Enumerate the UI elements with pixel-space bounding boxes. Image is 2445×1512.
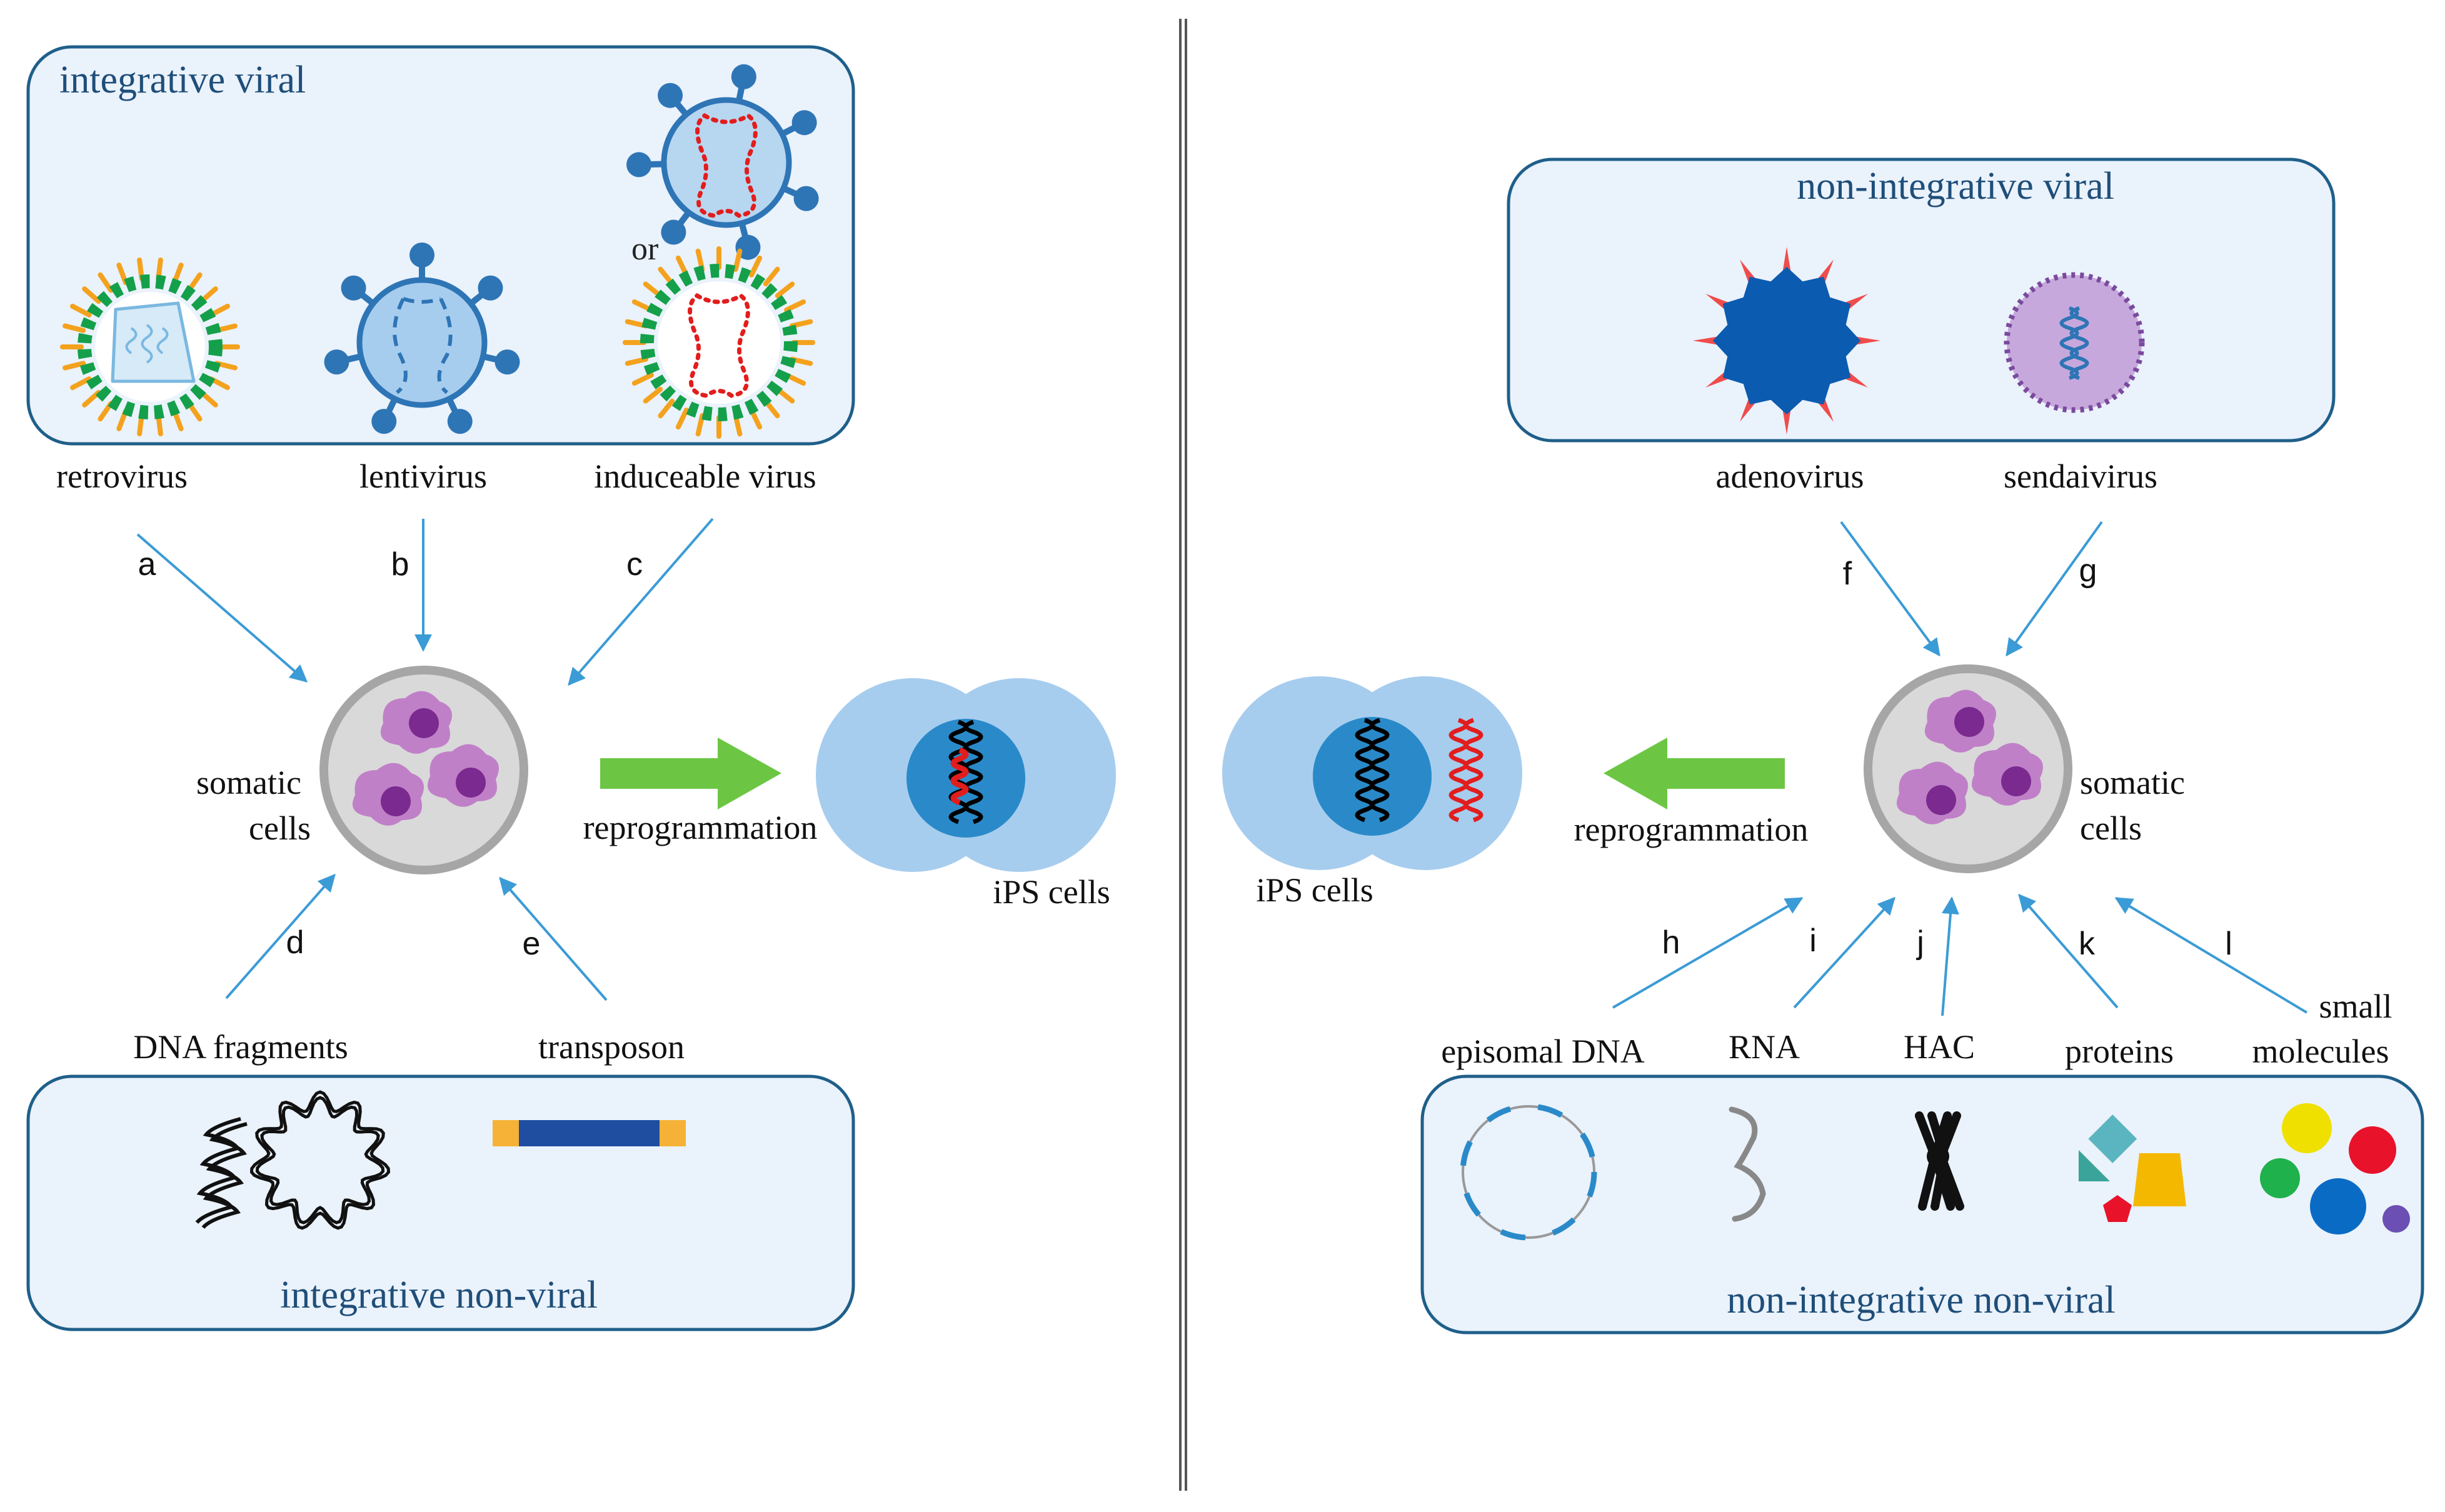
arrow-g: g — [2006, 521, 2103, 657]
arrow-e: e — [499, 876, 608, 1001]
or-label: or — [631, 231, 658, 267]
label-episomal-dna: episomal DNA — [1441, 1033, 1644, 1070]
ips-cells-icon — [816, 678, 1116, 872]
somatic-cells-icon — [1864, 664, 2072, 873]
arrow-f: f — [1840, 521, 1940, 657]
label-induceable-virus: induceable virus — [594, 458, 816, 495]
dna-fragments-icon — [195, 1090, 391, 1230]
label-sendaivirus: sendaivirus — [2004, 458, 2157, 495]
somatic-cells-icon — [319, 666, 528, 874]
arrow-letter-l: l — [2225, 926, 2232, 962]
label-transposon: transposon — [538, 1028, 685, 1066]
panel-title: integrative non-viral — [280, 1274, 598, 1316]
reprogramming-arrow-right — [600, 738, 781, 809]
induceable-virus-icon — [626, 64, 819, 260]
panel-title: non-integrative non-viral — [1727, 1279, 2116, 1321]
arrow-letter-c: c — [626, 546, 643, 583]
induceable-virus-alt-icon — [623, 246, 815, 439]
lentivirus-icon — [324, 243, 520, 434]
label-retrovirus: retrovirus — [56, 458, 188, 495]
panel-integrative-non-viral: integrative non-viral — [26, 1074, 855, 1331]
arrow-b: b — [391, 519, 432, 652]
panel-non-integrative-viral: non-integrative viral — [1507, 158, 2336, 443]
arrow-letter-g: g — [2079, 553, 2097, 589]
arrow-h: h — [1612, 897, 1804, 1009]
small-molecules-icon — [2260, 1103, 2410, 1234]
adenovirus-icon — [1693, 247, 1880, 434]
panel-title: non-integrative viral — [1797, 165, 2114, 208]
sendaivirus-icon — [2004, 272, 2145, 413]
retrovirus-icon — [60, 258, 240, 436]
arrow-letter-f: f — [1843, 556, 1852, 592]
somatic-label-line1: somatic — [2080, 764, 2185, 801]
arrow-d: d — [225, 873, 336, 999]
center-divider — [1179, 19, 1187, 1491]
label-dna-fragments: DNA fragments — [133, 1028, 348, 1066]
hac-icon — [1915, 1111, 1964, 1211]
arrow-letter-d: d — [286, 924, 304, 961]
ips-cells-icon — [1222, 676, 1522, 870]
arrow-i: i — [1793, 896, 1895, 1009]
somatic-label-line2: cells — [2080, 809, 2142, 847]
somatic-label-line2: cells — [249, 809, 311, 847]
arrow-l: l — [2114, 897, 2308, 1014]
arrow-c: c — [568, 518, 714, 686]
reprogramming-label-right: reprogrammation — [1574, 811, 1809, 848]
arrow-letter-b: b — [391, 546, 409, 583]
ips-label-right: iPS cells — [1256, 871, 1373, 909]
label-lentivirus: lentivirus — [359, 458, 487, 495]
label-hac: HAC — [1904, 1028, 1975, 1066]
panel-title: integrative viral — [59, 59, 306, 101]
arrow-k: k — [2018, 893, 2119, 1009]
arrow-a: a — [136, 533, 308, 683]
arrow-letter-j: j — [1915, 924, 1924, 961]
arrow-letter-h: h — [1662, 924, 1680, 961]
arrow-letter-e: e — [523, 926, 541, 962]
label-small: small — [2319, 988, 2392, 1025]
episomal-dna-icon — [1460, 1103, 1597, 1241]
arrow-letter-a: a — [138, 546, 156, 583]
label-adenovirus: adenovirus — [1716, 458, 1864, 495]
label-proteins: proteins — [2065, 1033, 2174, 1070]
arrow-letter-i: i — [1809, 923, 1817, 959]
arrow-j: j — [1915, 896, 1959, 1016]
reprogramming-arrow-left — [1604, 738, 1785, 809]
proteins-icon — [2079, 1114, 2186, 1222]
arrow-letter-k: k — [2079, 926, 2096, 962]
label-molecules: molecules — [2252, 1033, 2389, 1070]
somatic-label-line1: somatic — [196, 764, 301, 801]
transposon-icon — [493, 1120, 686, 1146]
ips-label-left: iPS cells — [993, 873, 1110, 911]
rna-icon — [1729, 1106, 1766, 1222]
label-rna: RNA — [1729, 1028, 1800, 1066]
reprogramming-label-left: reprogrammation — [583, 809, 818, 846]
